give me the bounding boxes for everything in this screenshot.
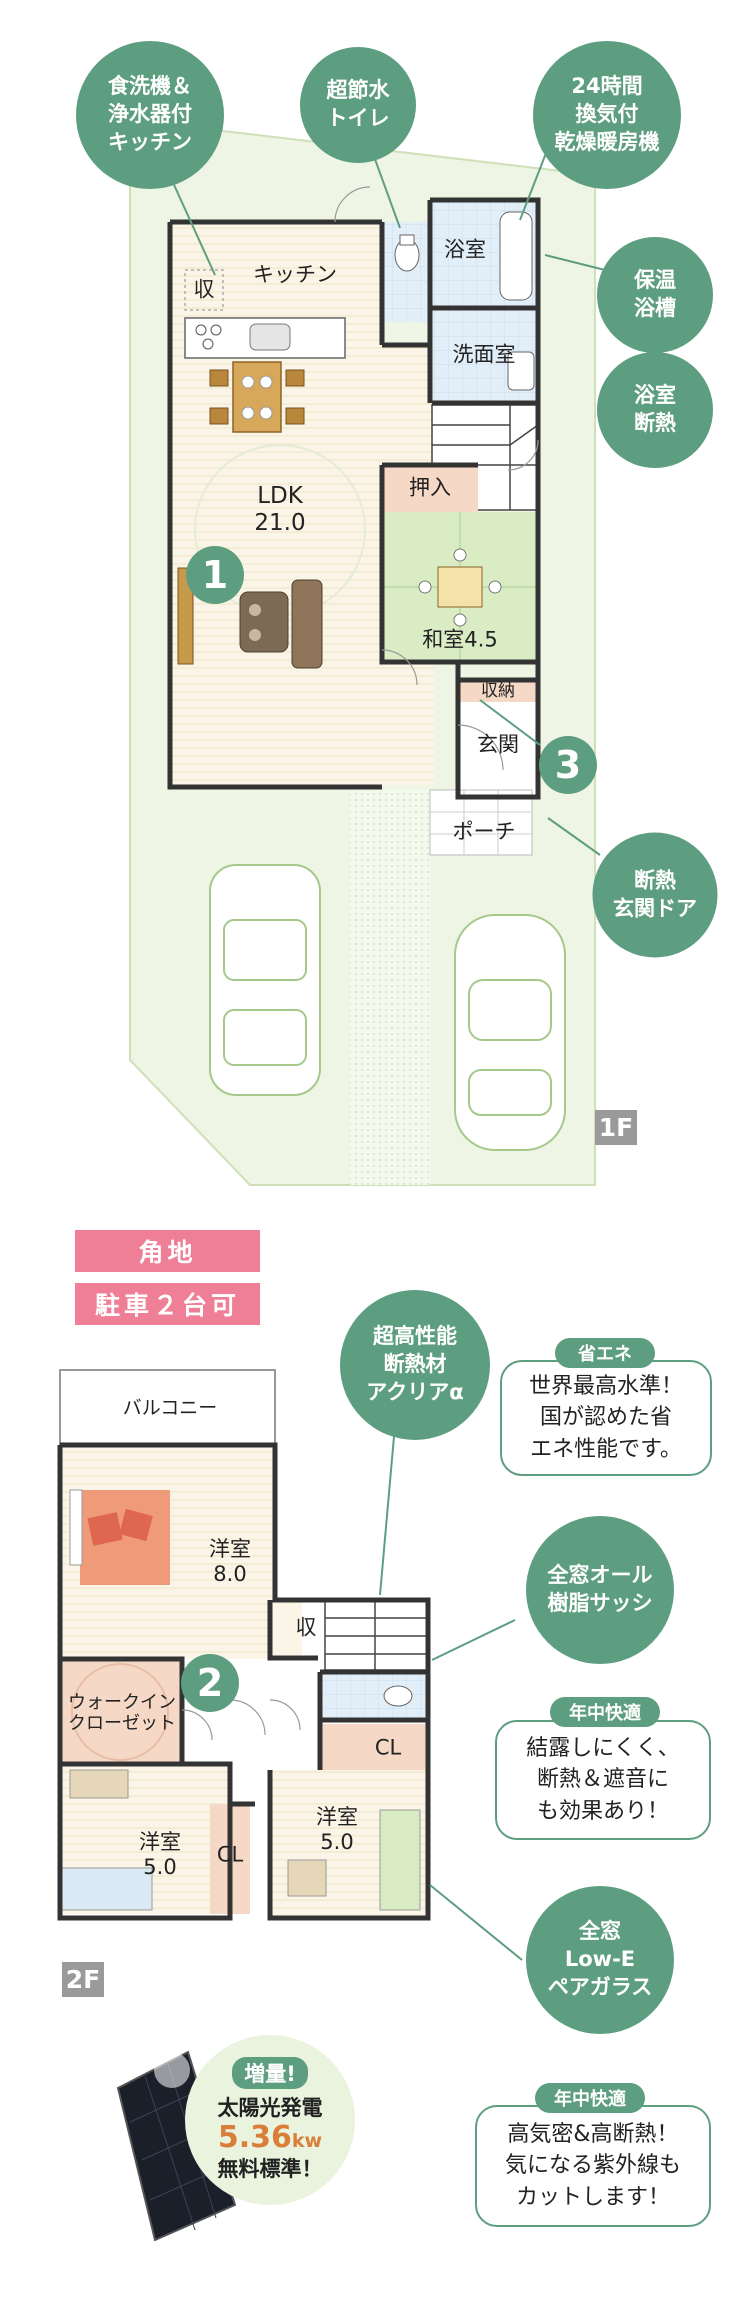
balcony-label: バルコニー bbox=[122, 1396, 218, 1419]
solar-unit: kw bbox=[291, 2129, 323, 2152]
callout-door: 断熱 玄関ドア bbox=[592, 832, 718, 958]
callout-bath-insulation: 浴室 断熱 bbox=[597, 352, 713, 468]
solar-head: 増量! bbox=[232, 2056, 308, 2089]
badge-corner-lot: 角地 bbox=[75, 1230, 260, 1272]
balcony bbox=[59, 1369, 276, 1446]
ldk-label: LDK 21.0 bbox=[254, 482, 306, 536]
floor-tag-2f: 2F bbox=[62, 1962, 104, 1997]
storage-2f-label: 収 bbox=[295, 1615, 317, 1640]
walls-1f bbox=[167, 197, 541, 800]
solar-badge: 増量! 太陽光発電 5.36kw 無料標準！ bbox=[185, 2035, 355, 2205]
walkin-label: ウォークイン クローゼット bbox=[68, 1691, 176, 1734]
callout-lines-2f bbox=[379, 1424, 523, 1961]
washitsu-table bbox=[437, 566, 483, 608]
walls-2f bbox=[57, 1442, 431, 1921]
porch-label: ポーチ bbox=[452, 819, 516, 844]
oshiire-label: 押入 bbox=[409, 475, 451, 500]
genkan-label: 玄関 bbox=[477, 732, 519, 757]
kitchen-label: キッチン bbox=[253, 262, 337, 287]
western3-label: 洋室 5.0 bbox=[316, 1805, 358, 1854]
washitsu-label: 和室4.5 bbox=[422, 627, 498, 652]
entry-storage-label: 収納 bbox=[481, 680, 515, 701]
solar-panel-illustration bbox=[116, 2050, 237, 2242]
solar-amount: 5.36 bbox=[217, 2119, 292, 2155]
western1-label: 洋室 8.0 bbox=[209, 1537, 251, 1586]
card-energy: 世界最高水準！ 国が認めた省 エネ性能です。 bbox=[500, 1360, 712, 1476]
path-area bbox=[350, 790, 430, 1185]
badge-parking: 駐車２台可 bbox=[75, 1283, 260, 1325]
bathtub bbox=[499, 211, 533, 301]
oshiire-floor bbox=[382, 465, 478, 512]
callout-dishwasher: 食洗機＆ 浄水器付 キッチン bbox=[76, 41, 224, 189]
marker-1: 1 bbox=[186, 546, 244, 604]
marker-3: 3 bbox=[539, 736, 597, 794]
callout-toilet: 超節水 トイレ bbox=[300, 47, 416, 163]
floor-tag-1f: 1F bbox=[595, 1110, 637, 1145]
card-glass-tab: 年中快適 bbox=[535, 2083, 645, 2113]
card-energy-tab: 省エネ bbox=[555, 1338, 655, 1368]
solar-line1: 太陽光発電 bbox=[217, 2095, 323, 2120]
cl3-label: CL bbox=[374, 1735, 402, 1760]
car-1 bbox=[209, 864, 321, 1096]
ldk-floor bbox=[170, 222, 382, 787]
western2-label: 洋室 5.0 bbox=[139, 1830, 181, 1879]
tv-board bbox=[177, 567, 194, 665]
marker-2: 2 bbox=[181, 1654, 239, 1712]
stairs-2f bbox=[324, 1599, 429, 1671]
card-sash-tab: 年中快適 bbox=[550, 1697, 660, 1727]
bath-label: 浴室 bbox=[444, 237, 486, 262]
callout-sash: 全窓オール 樹脂サッシ bbox=[526, 1516, 674, 1664]
car-2 bbox=[454, 914, 566, 1151]
solar-line2: 無料標準！ bbox=[217, 2157, 323, 2182]
card-glass: 高気密&高断熱！ 気になる紫外線も カットします！ bbox=[475, 2105, 711, 2227]
cl2-label: CL bbox=[216, 1842, 244, 1867]
dining-table bbox=[232, 361, 282, 433]
callout-insulation: 超高性能 断熱材 アクリアα bbox=[340, 1290, 490, 1440]
walkin-floor bbox=[60, 1659, 180, 1764]
callout-tub: 保温 浴槽 bbox=[597, 237, 713, 353]
solar-amount-row: 5.36kw bbox=[218, 2122, 322, 2154]
wash-basin bbox=[507, 351, 535, 391]
callout-lines-1f bbox=[164, 139, 606, 856]
sofa bbox=[291, 579, 323, 669]
kitchen-counter bbox=[184, 317, 346, 359]
callout-ventilation: 24時間 換気付 乾燥暖房機 bbox=[533, 41, 681, 189]
kitchen-storage-label: 収 bbox=[193, 277, 215, 302]
callout-glass: 全窓 Low-E ペアガラス bbox=[526, 1886, 674, 2034]
coffee-table bbox=[239, 591, 289, 653]
card-sash: 結露しにくく、 断熱＆遮音に も効果あり！ bbox=[495, 1720, 711, 1840]
washroom-label: 洗面室 bbox=[452, 342, 516, 367]
